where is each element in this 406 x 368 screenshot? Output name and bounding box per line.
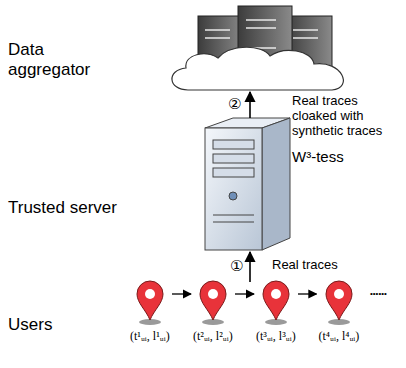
data-aggregator: Data aggregator — [0, 0, 400, 92]
location-pin — [263, 281, 289, 320]
tier-label: Users — [8, 315, 52, 335]
location-pins — [137, 281, 352, 325]
trace-point: (t¹ᵤᵢ, l¹ᵤᵢ) — [128, 282, 172, 348]
coordinate-label: (t³ᵤᵢ, l³ᵤᵢ) — [256, 330, 296, 344]
server-tower — [205, 118, 290, 250]
pin-hole — [271, 289, 281, 299]
arrow-connector — [249, 252, 251, 282]
continuation-dots: •••••• — [370, 289, 387, 298]
coordinate-label: (t⁴ᵤᵢ, l⁴ᵤᵢ) — [319, 330, 360, 344]
trusted-server: Trusted server W³-tess — [0, 118, 400, 252]
trace-point: (t⁴ᵤᵢ, l⁴ᵤᵢ) — [317, 282, 362, 348]
edge-label: Real traces cloaked with synthetic trace… — [292, 94, 404, 139]
cloud-outline — [172, 47, 343, 90]
coordinate-label: (t²ᵤᵢ, l²ᵤᵢ) — [193, 330, 233, 344]
location-pin — [137, 281, 163, 320]
arrow-connector — [249, 92, 251, 118]
pin-hole — [334, 289, 344, 299]
arrow-connector — [235, 293, 254, 294]
pin-hole — [145, 289, 155, 299]
users-group: Users (t¹ᵤᵢ, l¹ᵤᵢ) (t²ᵤᵢ, l²ᵤᵢ) (t³ᵤᵢ, l³ᵤᵢ… — [0, 282, 400, 364]
arrow-connector — [172, 293, 191, 294]
step-number: ② — [228, 95, 241, 112]
trace-point: (t²ᵤᵢ, l²ᵤᵢ) — [191, 282, 235, 348]
location-pin — [200, 281, 226, 320]
tier-label: Trusted server — [8, 198, 117, 218]
tier-label: Data aggregator — [8, 40, 108, 79]
edge-label: Real traces — [272, 258, 338, 273]
pin-hole — [208, 289, 218, 299]
arrow-connector — [298, 293, 317, 294]
coordinate-label: (t¹ᵤᵢ, l¹ᵤᵢ) — [130, 330, 170, 344]
server-name: W³-tess — [292, 148, 344, 165]
trace-point: (t³ᵤᵢ, l³ᵤᵢ) — [254, 282, 298, 348]
location-pin — [326, 281, 352, 320]
step-number: ① — [230, 257, 243, 274]
